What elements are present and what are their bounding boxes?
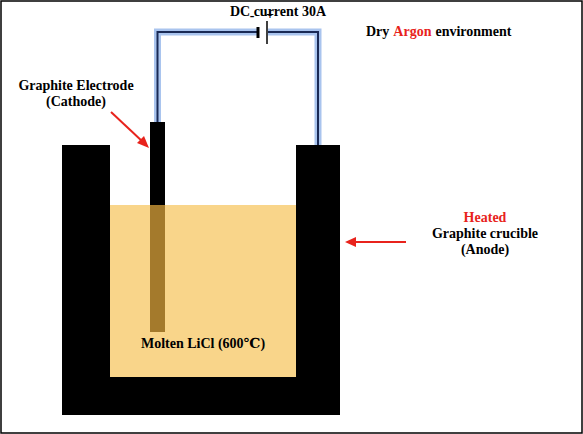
electrode-label: Graphite Electrode (Cathode) bbox=[8, 78, 144, 110]
battery-negative-plate bbox=[257, 27, 260, 38]
battery-positive-plate bbox=[266, 21, 268, 44]
polarity-sign: - bbox=[246, 8, 258, 24]
callout-arrow bbox=[111, 112, 143, 142]
electrolyte-label: Molten LiCl (600℃) bbox=[110, 336, 296, 352]
molten-salt bbox=[108, 205, 298, 377]
wire bbox=[158, 32, 258, 122]
environment-label: Dry bbox=[366, 24, 389, 40]
polarity-sign: + bbox=[264, 7, 276, 23]
wire bbox=[268, 32, 318, 145]
wire-glow bbox=[158, 32, 258, 122]
wire-glow bbox=[268, 32, 318, 145]
graphite-crucible bbox=[62, 145, 340, 415]
callout-arrow bbox=[354, 241, 406, 243]
crucible-label: Graphite crucible (Anode) bbox=[420, 226, 550, 258]
arrowhead bbox=[345, 237, 356, 247]
electrode-immersed bbox=[150, 205, 165, 332]
graphite-electrode bbox=[150, 122, 165, 206]
environment-label: environment bbox=[435, 24, 511, 40]
environment-gas: Argon bbox=[393, 24, 431, 40]
arrowhead bbox=[137, 136, 149, 148]
current-label: DC current 30A bbox=[213, 4, 343, 20]
heated-label: Heated bbox=[420, 210, 550, 226]
